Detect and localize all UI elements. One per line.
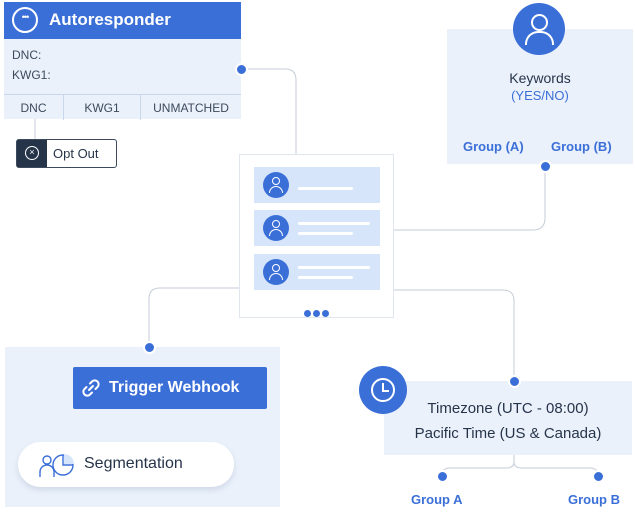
list-item[interactable] xyxy=(254,210,380,246)
link-icon xyxy=(82,379,100,397)
placeholder-bar xyxy=(298,232,353,235)
keywords-subtitle: (YES/NO) xyxy=(511,88,569,103)
tab-kwg1[interactable]: KWG1 xyxy=(64,95,141,120)
user-icon xyxy=(513,3,565,55)
keywords-title: Keywords xyxy=(509,70,571,86)
timezone-group-b: Group B xyxy=(568,492,620,507)
segmentation-pill[interactable]: Segmentation xyxy=(18,442,234,487)
trigger-webhook-label: Trigger Webhook xyxy=(109,379,240,396)
connector-dot xyxy=(539,160,552,173)
user-icon xyxy=(263,259,289,285)
user-icon xyxy=(263,172,289,198)
autoresponder-title: Autoresponder xyxy=(49,10,171,29)
autoresponder-header: Autoresponder xyxy=(4,2,241,39)
opt-out-button[interactable]: × Opt Out xyxy=(16,139,117,168)
list-item[interactable] xyxy=(254,167,380,203)
tab-unmatched[interactable]: UNMATCHED xyxy=(153,100,229,115)
close-circle-icon: × xyxy=(17,140,47,167)
autoresponder-card: Autoresponder DNC: KWG1: DNC KWG1 UNMATC… xyxy=(4,2,241,120)
placeholder-bar xyxy=(298,222,370,225)
tab-dnc[interactable]: DNC xyxy=(4,95,64,120)
contact-list-card xyxy=(239,154,394,318)
kwg1-line: KWG1: xyxy=(12,68,51,82)
placeholder-bar xyxy=(298,187,353,190)
connector-dot xyxy=(436,470,449,483)
keywords-group-a: Group (A) xyxy=(463,139,524,154)
timezone-name: Pacific Time (US & Canada) xyxy=(414,425,602,442)
connector-dot xyxy=(508,375,521,388)
autoresponder-tabs: DNC KWG1 UNMATCHED xyxy=(4,94,241,120)
clock-icon xyxy=(359,366,407,414)
segmentation-label: Segmentation xyxy=(84,455,183,472)
keywords-group-b: Group (B) xyxy=(551,139,612,154)
opt-out-label: Opt Out xyxy=(53,146,99,161)
trigger-webhook-button[interactable]: Trigger Webhook xyxy=(73,367,267,409)
timezone-group-a: Group A xyxy=(411,492,463,507)
connector-dot xyxy=(235,63,248,76)
connector-dot xyxy=(592,470,605,483)
chat-bubble-icon xyxy=(12,7,38,33)
timezone-card: Timezone (UTC - 08:00) Pacific Time (US … xyxy=(384,381,632,455)
timezone-line: Timezone (UTC - 08:00) xyxy=(427,400,589,417)
connector-dot xyxy=(143,341,156,354)
list-item[interactable] xyxy=(254,254,380,290)
placeholder-bar xyxy=(298,266,370,269)
segmentation-icon xyxy=(39,454,74,477)
dnc-line: DNC: xyxy=(12,48,42,62)
user-icon xyxy=(263,215,289,241)
more-dots-icon[interactable] xyxy=(304,304,331,322)
placeholder-bar xyxy=(298,276,353,279)
